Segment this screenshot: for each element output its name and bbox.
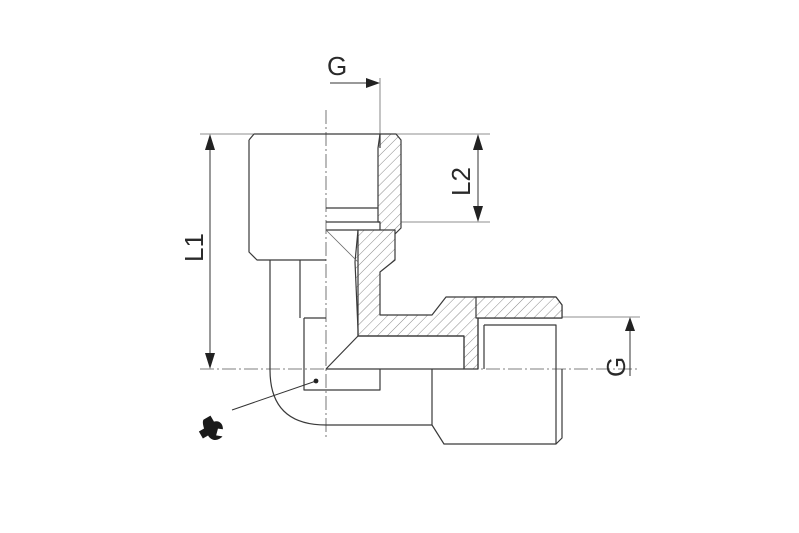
dimension-g-top: G	[327, 51, 380, 88]
label-l2: L2	[446, 167, 476, 196]
wrench-leader	[231, 378, 319, 411]
bore-lines	[325, 133, 557, 370]
dimension-l2: L2	[446, 134, 483, 222]
dimension-g-right: G	[601, 317, 635, 377]
center-lines	[200, 110, 640, 440]
extension-lines	[200, 78, 640, 318]
wrench-icon	[198, 415, 223, 440]
dimension-l1: L1	[179, 134, 215, 369]
label-l1: L1	[179, 233, 209, 262]
label-g-right: G	[601, 357, 631, 377]
fitting-body	[248, 133, 563, 445]
label-g-top: G	[327, 51, 347, 81]
